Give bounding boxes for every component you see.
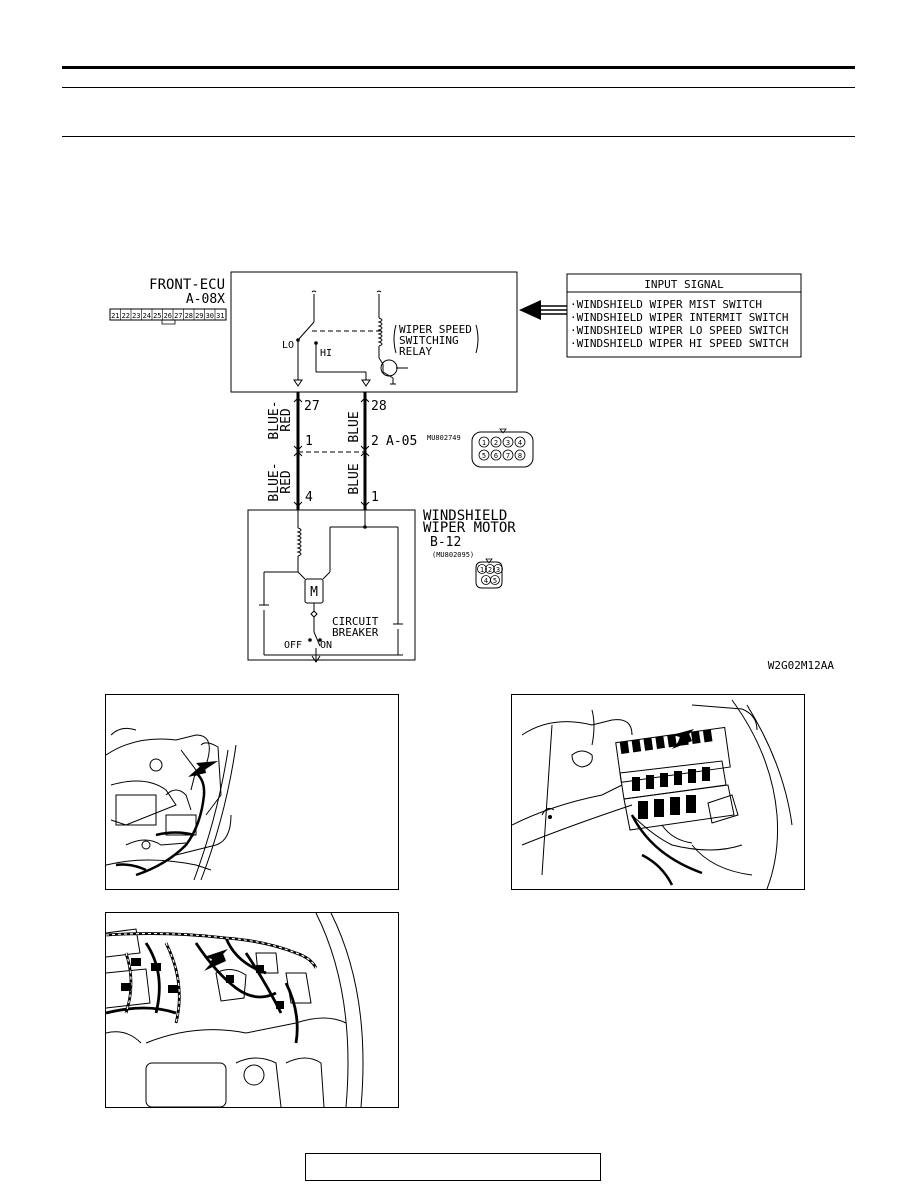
input-signal-title: INPUT SIGNAL [644, 278, 724, 291]
ecu-pin: 21 [111, 312, 119, 320]
input-signal-item: ·WINDSHIELD WIPER LO SPEED SWITCH [570, 324, 789, 337]
header-rule-bottom [62, 136, 855, 137]
joint-connector-icon [471, 431, 534, 468]
header-rule-thick [62, 66, 855, 69]
engine-bay-drawing [105, 727, 237, 881]
ecu-pin: 24 [143, 312, 151, 320]
ecu-pin-strip [109, 308, 227, 321]
pin-joint-right: 2 [371, 434, 379, 449]
illustration-junction-block [511, 694, 805, 890]
harness-routing-drawing [105, 912, 364, 1108]
joint-pin: 4 [518, 439, 522, 447]
motor-box [247, 509, 416, 661]
relay-label-line3: RELAY [399, 345, 432, 358]
ecu-pin: 29 [195, 312, 203, 320]
input-signal-item: ·WINDSHIELD WIPER INTERMIT SWITCH [570, 311, 789, 324]
wire-color-left-upper-2: RED [279, 408, 294, 432]
wire-color-right-lower: BLUE [347, 463, 362, 494]
relay-hi-label: HI [320, 348, 332, 359]
wire-color-left-upper-1: BLUE- [267, 400, 282, 439]
breaker-label-line2: BREAKER [332, 626, 379, 639]
motor-symbol: M [310, 585, 318, 600]
input-signal-item: ·WINDSHIELD WIPER MIST SWITCH [570, 298, 762, 311]
relay-label-bracket-right [475, 324, 479, 354]
motor-pin: 4 [484, 577, 488, 585]
ecu-pin: 23 [132, 312, 140, 320]
motor-connector-key [485, 558, 493, 564]
pin-motor-right: 1 [371, 490, 379, 505]
breaker-off-label: OFF [284, 640, 302, 651]
input-signal-item: ·WINDSHIELD WIPER HI SPEED SWITCH [570, 337, 789, 350]
ecu-box [230, 271, 518, 393]
wire-color-left-lower-2: RED [279, 470, 294, 494]
motor-name-line2: WIPER MOTOR [423, 520, 516, 536]
relay-label-line2: SWITCHING [399, 334, 459, 347]
ecu-pin: 25 [153, 312, 161, 320]
motor-pin: 1 [480, 566, 484, 574]
figure-code: W2G02M12AA [768, 659, 835, 672]
relay-label-bracket-left [393, 324, 397, 354]
footer-box [305, 1153, 601, 1181]
breaker-on-label: ON [320, 640, 332, 651]
motor-pin: 2 [488, 566, 492, 574]
motor-connector-pins [477, 564, 503, 585]
wire-color-right-upper: BLUE [347, 411, 362, 442]
joint-connector-key [499, 428, 507, 434]
switch-contact-hi [314, 341, 318, 345]
motor-name-line1: WINDSHIELD [423, 508, 507, 524]
ecu-pin: 26 [164, 312, 172, 320]
motor-junction [363, 525, 367, 529]
joint-pin: 7 [506, 452, 510, 460]
joint-connector-name: A-05 [386, 434, 417, 449]
pin-ecu-right: 28 [371, 399, 387, 414]
input-signal-box [566, 273, 802, 358]
pin-motor-left: 4 [305, 490, 313, 505]
joint-pin: 8 [518, 452, 522, 460]
joint-pin: 2 [494, 439, 498, 447]
pin-ecu-left: 27 [304, 399, 320, 414]
ecu-pin-key [161, 320, 176, 325]
ecu-pin: 27 [174, 312, 182, 320]
ecu-pin: 28 [185, 312, 193, 320]
relay-label-line1: WIPER SPEED [399, 323, 472, 336]
illustration-harness-routing [105, 912, 399, 1108]
joint-pin: 1 [482, 439, 486, 447]
breaker-contact-off [308, 638, 312, 642]
input-signal-arrow [519, 300, 567, 320]
breaker-label-line1: CIRCUIT [332, 615, 379, 628]
ecu-pin: 22 [122, 312, 130, 320]
junction-block-drawing [511, 699, 793, 890]
motor-pin: 5 [493, 577, 497, 585]
illustration-engine-bay [105, 694, 399, 890]
motor-connector-icon [475, 561, 503, 589]
ecu-pin: 31 [216, 312, 224, 320]
joint-pin: 5 [482, 452, 486, 460]
ecu-pin: 30 [206, 312, 214, 320]
joint-pin: 6 [494, 452, 498, 460]
joint-pin: 3 [506, 439, 510, 447]
wire-terminals [293, 397, 370, 507]
relay-circuit [293, 290, 408, 387]
ecu-name: FRONT-ECU [149, 277, 225, 293]
ecu-connector: A-08X [186, 292, 225, 307]
breaker-contact-on [318, 638, 322, 642]
pin-joint-left: 1 [305, 434, 313, 449]
joint-connector-part: MU802749 [427, 434, 461, 442]
motor-connector: B-12 [430, 535, 461, 550]
motor-circuit [259, 510, 403, 663]
switch-contact-lo [296, 338, 300, 342]
motor-part: (MU802095) [432, 551, 474, 559]
wiring-diagram: FRONT-ECU A-08X 21 22 23 24 25 26 27 28 … [109, 271, 835, 672]
relay-lo-label: LO [282, 340, 294, 351]
motor-pin: 3 [496, 566, 500, 574]
header-rule-thin [62, 87, 855, 88]
wire-color-left-lower-1: BLUE- [267, 462, 282, 501]
ecu-pin-labels: 21 22 23 24 25 26 27 28 29 30 31 [111, 309, 225, 320]
joint-connector-pins [478, 436, 526, 461]
